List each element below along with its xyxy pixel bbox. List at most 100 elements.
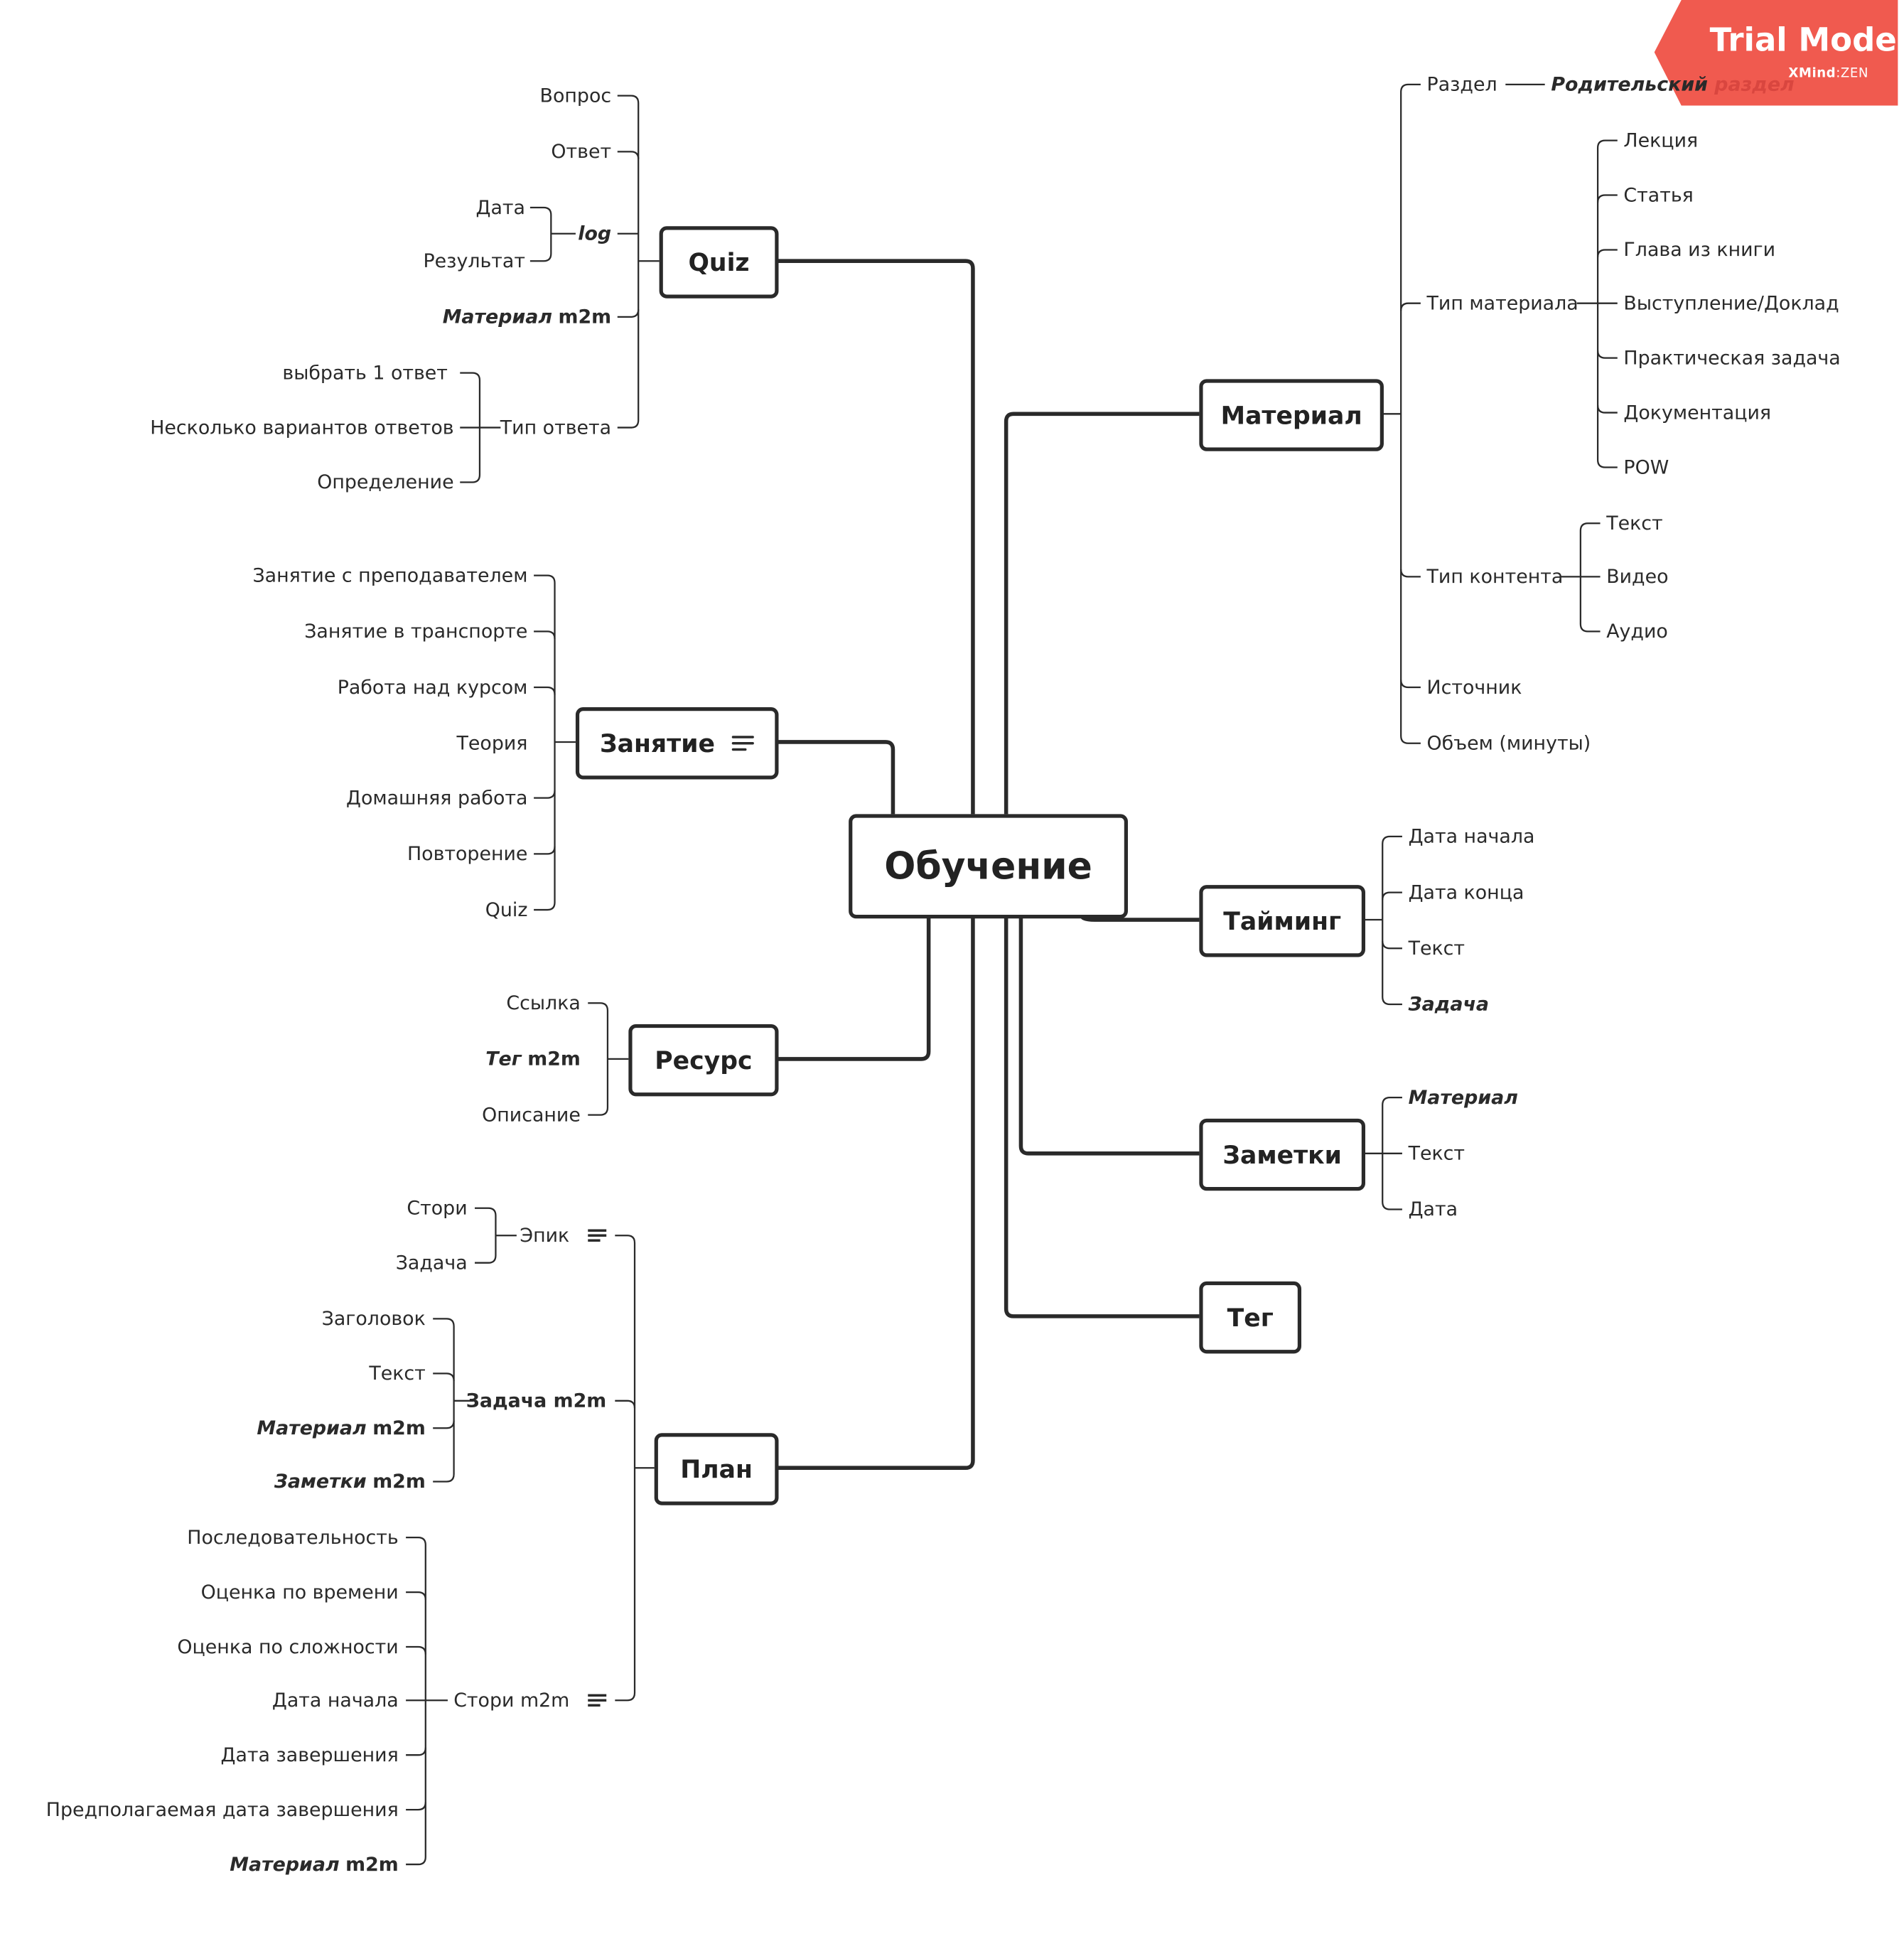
topic-istochnik[interactable]: Источник (1426, 676, 1522, 699)
topic-tip-materiala-item[interactable]: Документация (1623, 401, 1772, 424)
topic-story-item[interactable]: Оценка по сложности (177, 1635, 399, 1658)
topic-story-item[interactable]: Последовательность (187, 1526, 399, 1549)
node-plan[interactable]: План (654, 1433, 779, 1505)
notes-icon (732, 734, 755, 751)
topic-tip-otveta-item[interactable]: Определение (317, 471, 454, 494)
trial-mode-badge (1654, 0, 1898, 106)
topic-zanyatie-item[interactable]: Занятие в транспорте (304, 620, 528, 643)
topic-tip-materiala-item[interactable]: Выступление/Доклад (1623, 291, 1839, 315)
topic-teg-name: Тег (485, 1048, 522, 1070)
m2m-tag: m2m (345, 1853, 399, 1876)
xmind-zen-brand: XMind:ZEN (1788, 65, 1868, 81)
topic-timing-item[interactable]: Текст (1408, 937, 1465, 960)
topic-zanyatie-item[interactable]: Quiz (485, 898, 528, 921)
node-material[interactable]: Материал (1199, 379, 1384, 451)
topic-quiz-material-name: Материал (442, 306, 553, 328)
node-timing-label: Тайминг (1223, 906, 1342, 936)
notes-icon (588, 1693, 607, 1708)
m2m-tag: m2m (527, 1048, 581, 1070)
node-teg-label: Тег (1227, 1302, 1274, 1333)
topic-tip-otveta-item[interactable]: Несколько вариантов ответов (150, 416, 454, 439)
topic-timing-zadacha[interactable]: Задача (1408, 993, 1490, 1016)
topic-tip-otveta[interactable]: Тип ответа (500, 416, 612, 439)
central-topic-label: Обучение (884, 844, 1092, 888)
topic-zanyatie-item[interactable]: Теория (456, 731, 528, 755)
topic-epik[interactable]: Эпик (520, 1224, 570, 1247)
topic-epik-item[interactable]: Задача (395, 1251, 468, 1274)
node-quiz[interactable]: Quiz (659, 226, 779, 299)
node-material-label: Материал (1220, 400, 1362, 431)
m2m-tag: m2m (372, 1470, 426, 1493)
topic-story-m2m[interactable]: Стори m2m (453, 1689, 570, 1712)
node-zametki-label: Заметки (1222, 1139, 1342, 1170)
m2m-tag: m2m (553, 1390, 607, 1412)
topic-story-item[interactable]: Дата начала (271, 1689, 399, 1712)
zen-product: ZEN (1840, 65, 1868, 81)
topic-zadacha-name: Задача (466, 1390, 547, 1412)
topic-story-item[interactable]: Дата завершения (220, 1744, 399, 1766)
topic-tip-materiala[interactable]: Тип материала (1426, 291, 1578, 315)
topic-parent-razdel-a: Родительский (1551, 73, 1708, 96)
topic-tip-kontenta-item[interactable]: Текст (1606, 512, 1663, 534)
node-zametki[interactable]: Заметки (1199, 1118, 1366, 1191)
topic-tip-materiala-item[interactable]: Практическая задача (1623, 346, 1841, 370)
node-zanyatie[interactable]: Занятие (575, 707, 779, 780)
topic-tip-otveta-item[interactable]: выбрать 1 ответ (282, 361, 448, 385)
topic-zanyatie-item[interactable]: Работа над курсом (337, 676, 528, 699)
topic-log[interactable]: log (578, 222, 612, 245)
topic-obem[interactable]: Объем (минуты) (1426, 731, 1591, 755)
topic-ssylka[interactable]: Ссылка (506, 992, 581, 1014)
topic-zadacha-m2m[interactable]: Задача m2m (466, 1388, 606, 1413)
topic-zadacha-item[interactable]: Текст (369, 1362, 426, 1385)
topic-zadacha-material[interactable]: Материал m2m (257, 1416, 425, 1441)
topic-zanyatie-item[interactable]: Домашняя работа (346, 786, 528, 810)
topic-zadacha-item[interactable]: Заголовок (321, 1307, 426, 1331)
topic-parent-razdel-b: раздел (1707, 73, 1795, 96)
node-teg[interactable]: Тег (1199, 1281, 1302, 1354)
topic-tip-materiala-item[interactable]: Лекция (1623, 129, 1699, 152)
m2m-tag: m2m (558, 306, 612, 328)
topic-log-data[interactable]: Дата (475, 196, 525, 219)
topic-timing-item[interactable]: Дата начала (1408, 825, 1535, 848)
topic-epik-item[interactable]: Стори (407, 1197, 468, 1220)
topic-parent-razdel[interactable]: Родительский раздел (1551, 72, 1794, 97)
topic-zadacha-zametki[interactable]: Заметки m2m (274, 1469, 426, 1494)
topic-zametki-item[interactable]: Дата (1408, 1198, 1458, 1221)
node-timing[interactable]: Тайминг (1199, 885, 1366, 957)
trial-mode-title: Trial Mode (1709, 22, 1897, 60)
node-quiz-label: Quiz (688, 247, 750, 277)
topic-tip-materiala-item[interactable]: POW (1623, 456, 1669, 479)
topic-quiz-material[interactable]: Материал m2m (443, 304, 611, 329)
topic-tip-kontenta[interactable]: Тип контента (1426, 565, 1564, 589)
node-resurs[interactable]: Ресурс (628, 1024, 779, 1097)
topic-opisanie[interactable]: Описание (482, 1103, 581, 1127)
topic-zametki-name: Заметки (274, 1470, 367, 1493)
topic-story-item[interactable]: Предполагаемая дата завершения (45, 1798, 399, 1821)
xmind-brand: XMind (1788, 65, 1836, 81)
topic-vopros[interactable]: Вопрос (539, 84, 612, 107)
topic-story-item[interactable]: Оценка по времени (200, 1581, 399, 1603)
topic-zametki-material[interactable]: Материал (1408, 1086, 1518, 1109)
topic-otvet[interactable]: Ответ (551, 140, 612, 163)
topic-teg-m2m[interactable]: Тег m2m (485, 1046, 581, 1071)
topic-tip-materiala-item[interactable]: Статья (1623, 183, 1694, 207)
topic-razdel[interactable]: Раздел (1426, 73, 1497, 96)
topic-tip-kontenta-item[interactable]: Видео (1606, 565, 1669, 589)
topic-timing-item[interactable]: Дата конца (1408, 881, 1524, 904)
node-zanyatie-label: Занятие (600, 728, 715, 758)
central-topic[interactable]: Обучение (849, 814, 1128, 919)
topic-material-name: Материал (230, 1853, 340, 1876)
m2m-tag: m2m (372, 1417, 426, 1440)
node-plan-label: План (680, 1454, 753, 1484)
topic-tip-materiala-item[interactable]: Глава из книги (1623, 238, 1776, 262)
topic-zanyatie-item[interactable]: Занятие с преподавателем (252, 564, 528, 587)
topic-log-rezultat[interactable]: Результат (423, 249, 525, 272)
topic-zametki-item[interactable]: Текст (1408, 1142, 1465, 1165)
notes-icon (588, 1228, 607, 1243)
topic-tip-kontenta-item[interactable]: Аудио (1606, 620, 1668, 643)
topic-story-material[interactable]: Материал m2m (230, 1852, 398, 1877)
topic-zanyatie-item[interactable]: Повторение (407, 842, 528, 866)
node-resurs-label: Ресурс (655, 1045, 753, 1075)
topic-material-name: Материал (257, 1417, 367, 1440)
